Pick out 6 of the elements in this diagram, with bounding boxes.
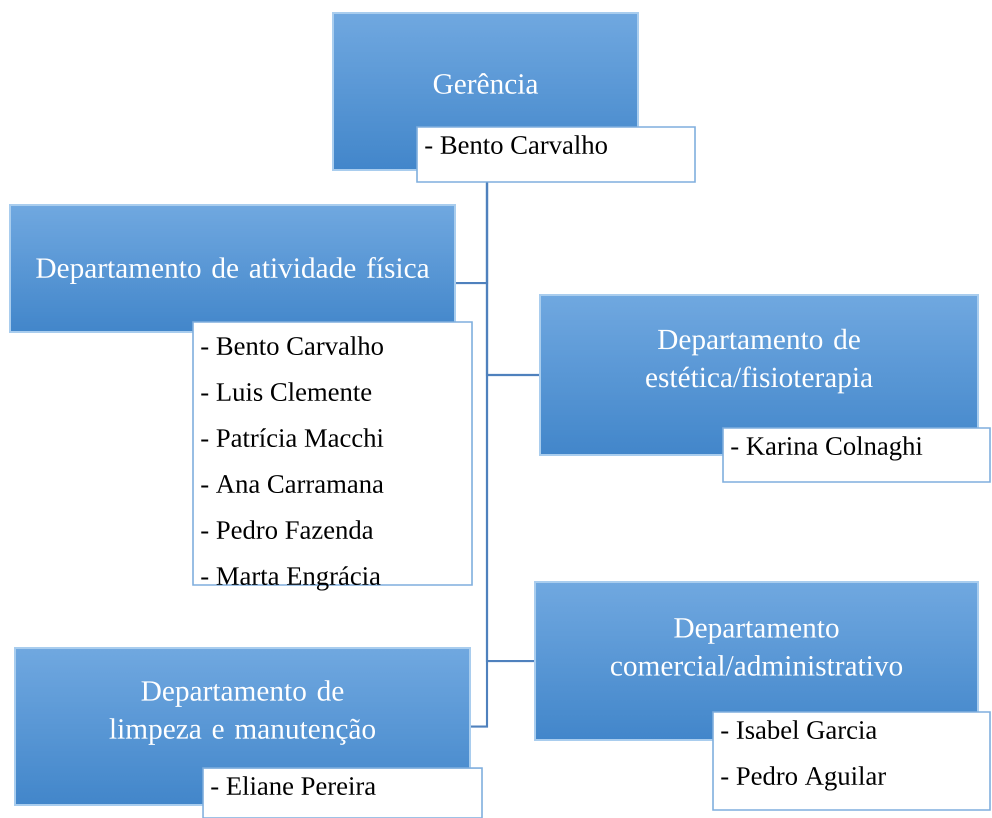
names-box: - Eliane Pereira <box>202 767 483 818</box>
connector-line <box>471 182 488 728</box>
names-box: - Isabel Garcia - Pedro Aguilar <box>712 711 991 811</box>
department-box: Departamento de atividade física <box>9 204 456 333</box>
names-box: - Bento Carvalho <box>416 126 696 183</box>
names-box: - Karina Colnaghi <box>722 427 991 483</box>
